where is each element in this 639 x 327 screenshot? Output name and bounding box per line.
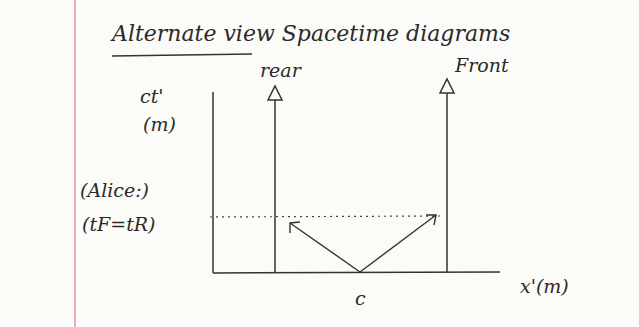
axis-label: x'(m) xyxy=(520,276,569,297)
rear-worldline xyxy=(274,100,276,273)
worldline-label: rear xyxy=(260,60,301,81)
unit-label: (m) xyxy=(143,114,176,135)
time-axis xyxy=(212,92,214,273)
observer-note: (Alice:) xyxy=(80,180,149,201)
light-signal xyxy=(290,223,360,272)
arrowhead xyxy=(290,222,300,233)
title-underline xyxy=(112,54,252,56)
worldline-label: Front xyxy=(455,55,509,76)
space-axis xyxy=(213,272,500,273)
axis-label: ct' xyxy=(140,86,164,107)
point-label: c xyxy=(355,288,366,309)
simultaneity-line xyxy=(210,216,440,217)
time-condition: (tF=tR) xyxy=(80,214,158,235)
margin-line xyxy=(74,0,76,327)
heading: Alternate view Spacetime diagrams xyxy=(112,22,510,46)
arrowhead xyxy=(440,79,454,93)
front-worldline xyxy=(446,93,448,273)
arrowhead xyxy=(268,86,282,100)
arrowhead xyxy=(426,215,436,225)
light-signal xyxy=(360,215,436,272)
